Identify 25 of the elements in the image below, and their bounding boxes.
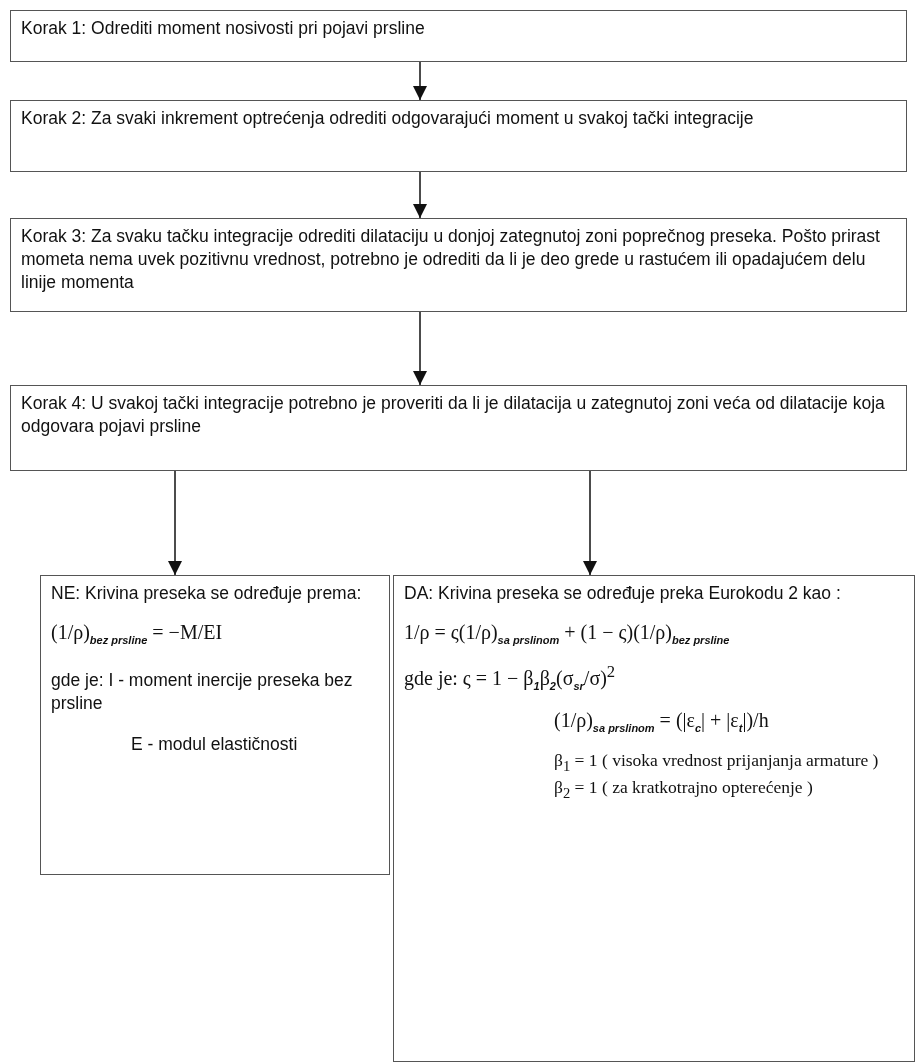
formula: (1/ρ)$_{sa prslinom}$ = (|ε$_{c}$| + |ε$_{t}$|)/h — [554, 708, 769, 736]
arrow — [413, 171, 427, 219]
step-text: Korak 4: U svakoj tački integracije potrebno je proveriti da li je dilatacija u zategnutoj zoni veća od dilatacije koja odgovara pojavi prsline — [21, 392, 886, 438]
step-text: β$_{2}$ = 1 ( za kratkotrajno opterećenje ) — [554, 775, 813, 803]
step-text: NE: Krivina preseka se određuje prema: — [51, 582, 362, 605]
formula: 1/ρ = ς(1/ρ)$_{sa prslinom}$ + (1 − ς)(1/ρ)$_{bez prsline}$ — [404, 619, 730, 648]
arrow — [413, 311, 427, 386]
arrow — [583, 470, 597, 576]
process-box — [10, 385, 907, 471]
process-box — [40, 575, 390, 875]
process-box — [10, 218, 907, 312]
step-text: DA: Krivina preseka se određuje preka Eurokodu 2 kao : — [404, 582, 841, 605]
formula: gde je: ς = 1 − β$_{1}$β$_{2}$(σ$_{sr}$/σ)$^{2}$ — [404, 661, 616, 693]
process-box — [393, 575, 915, 1062]
step-text: E - modul elastičnosti — [131, 732, 298, 756]
step-text: β$_{1}$ = 1 ( visoka vrednost prijanjanja armature ) — [554, 749, 879, 776]
step-text: gde je: I - moment inercije preseka bez prsline — [51, 669, 354, 715]
arrow — [168, 470, 182, 576]
formula: (1/ρ)$_{bez prsline}$ = −M/EI — [51, 619, 223, 648]
step-text: Korak 2: Za svaki inkrement optrećenja odrediti odgovarajući moment u svakoj tački integracije — [21, 107, 754, 130]
arrow — [413, 61, 427, 101]
step-text: Korak 3: Za svaku tačku integracije odrediti dilataciju u donjoj zategnutoj zoni poprečnog preseka. Pošto prirast mometa nema uvek pozitivnu vrednost, potrebno je odrediti da li je deo grede u rastućem ili opadajućem delu linije momenta — [21, 225, 881, 294]
process-box — [10, 100, 907, 172]
process-box — [10, 10, 907, 62]
step-text: Korak 1: Odrediti moment nosivosti pri pojavi prsline — [21, 17, 425, 40]
